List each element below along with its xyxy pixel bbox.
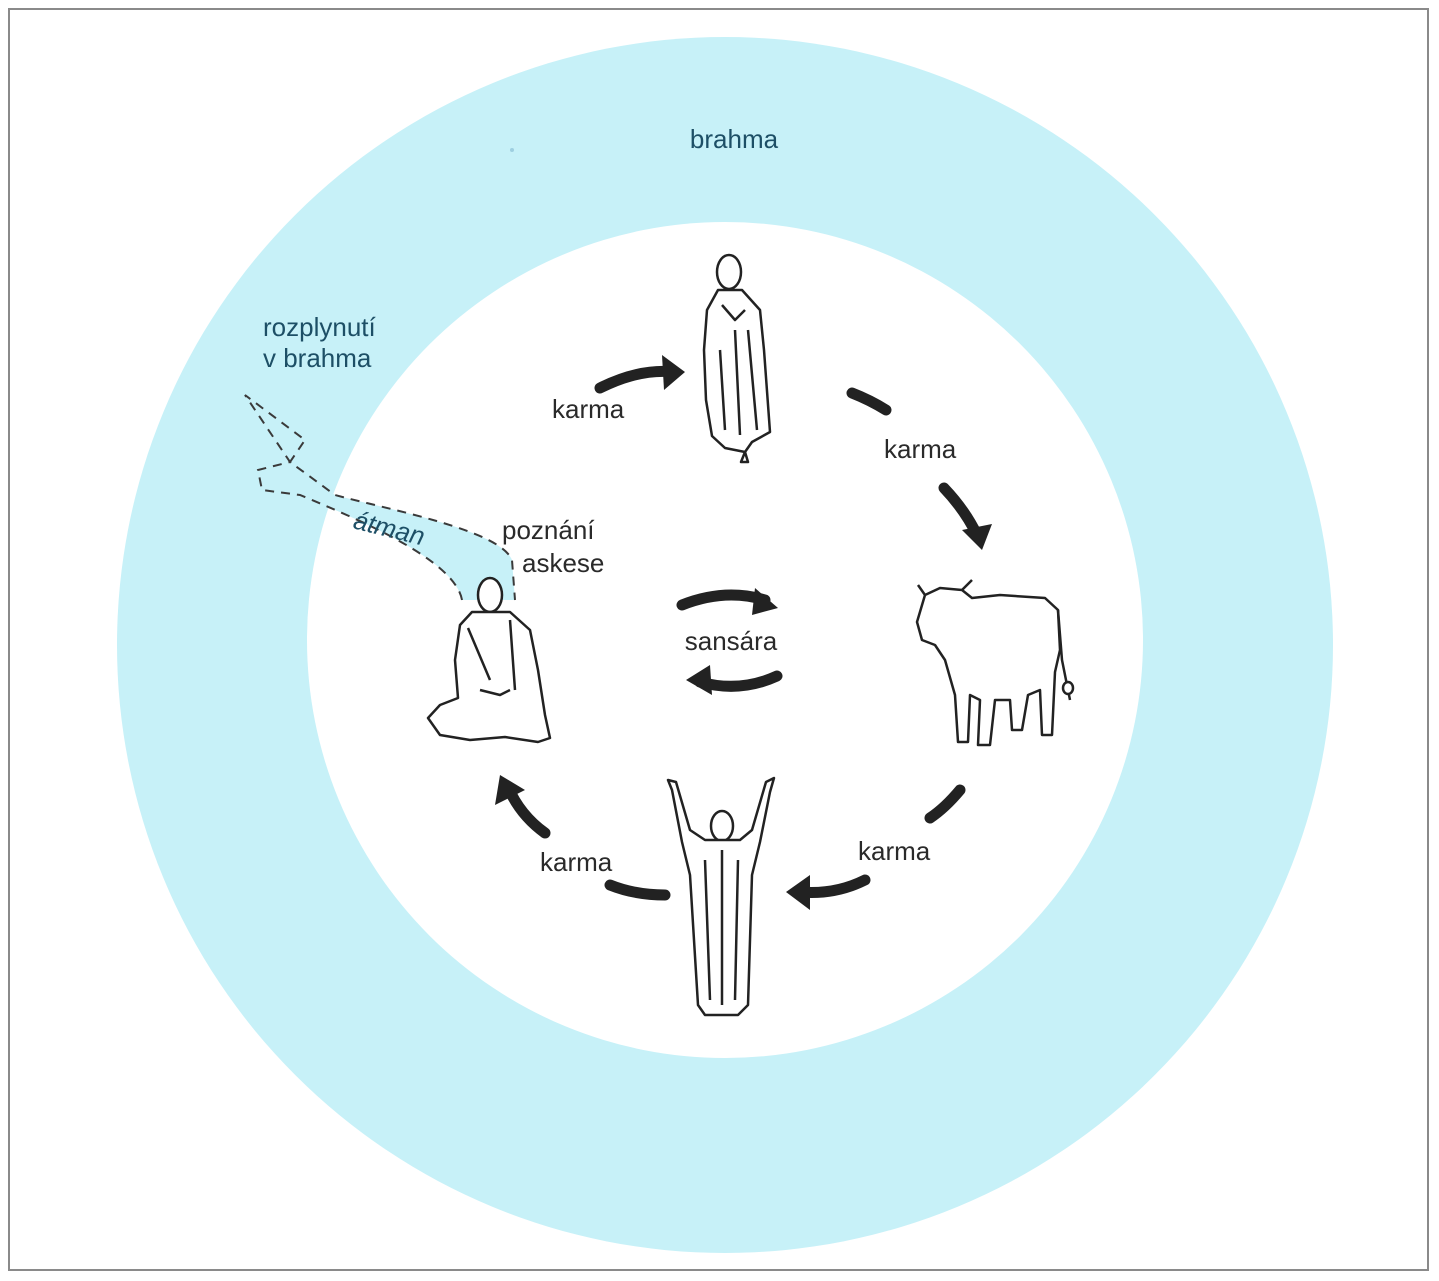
arrowhead-sansara-top bbox=[752, 588, 778, 615]
sansara-label: sansára bbox=[685, 626, 778, 656]
inner-disc bbox=[307, 222, 1143, 1058]
karma-label-bottom-left: karma bbox=[540, 847, 613, 877]
meditating-figure bbox=[426, 576, 552, 744]
dashed-atman-path bbox=[244, 394, 516, 601]
arrow-right-bottom bbox=[924, 784, 966, 824]
knowledge-label: poznání bbox=[502, 515, 595, 545]
arrowhead-top-left bbox=[662, 355, 685, 390]
dissolution-label-line2: v brahma bbox=[263, 343, 372, 373]
arrow-bottom-left-tail bbox=[604, 879, 671, 901]
arrow-top-right bbox=[846, 387, 892, 416]
standing-monk-figure bbox=[702, 253, 772, 464]
karma-label-right-top: karma bbox=[884, 434, 957, 464]
asceticism-label: askese bbox=[522, 548, 604, 578]
karma-label-right-bottom: karma bbox=[858, 836, 931, 866]
raised-arms-figure bbox=[666, 776, 776, 1017]
ring-speck bbox=[510, 148, 514, 152]
cow-figure bbox=[915, 579, 1075, 747]
dissolution-label-line1: rozplynutí bbox=[263, 312, 376, 342]
arrowhead-sansara-bottom bbox=[686, 665, 712, 695]
arrowhead-bottom-right bbox=[786, 875, 810, 910]
arrow-heads bbox=[495, 355, 992, 910]
atman-band bbox=[245, 395, 515, 600]
brahma-label: brahma bbox=[690, 124, 779, 154]
arrowhead-bottom-left bbox=[495, 775, 525, 805]
karma-label-top-left: karma bbox=[552, 394, 625, 424]
arrowhead-right-top bbox=[962, 524, 992, 550]
